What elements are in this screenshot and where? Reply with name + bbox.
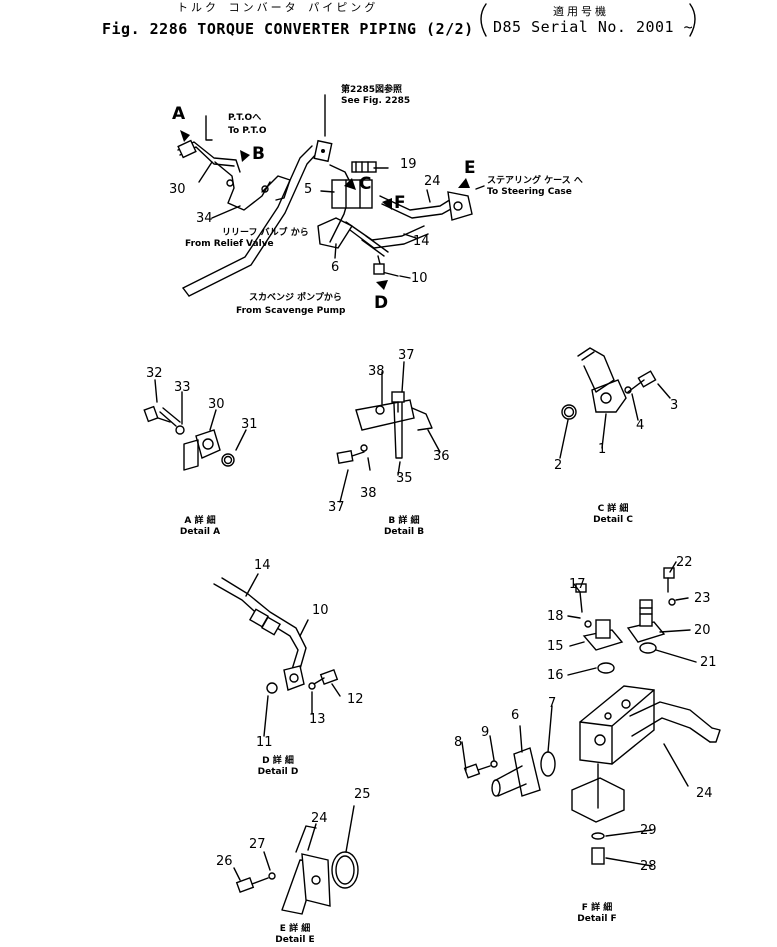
serial-bracket	[480, 3, 696, 37]
detail-f-caption: Detail F	[577, 914, 617, 924]
detail-b-caption: Detail B	[383, 527, 425, 537]
part-number: 37	[328, 500, 345, 515]
part-number: 27	[249, 837, 266, 852]
detail-d-caption: Detail D	[257, 767, 299, 777]
detail-f-caption-japanese: F 詳 細	[581, 903, 613, 913]
pto-note: To P.T.O	[228, 126, 267, 136]
part-number: 19	[400, 157, 417, 172]
part-number: 24	[311, 811, 328, 826]
view-letter-f: F	[394, 193, 406, 213]
relief-note-japanese: リリーフ バルブ から	[222, 228, 309, 238]
part-number: 16	[547, 668, 564, 683]
scavenge-note: From Scavenge Pump	[236, 306, 346, 316]
part-number: 5	[304, 182, 313, 197]
detail-b-caption-japanese: B 詳 細	[388, 516, 420, 526]
part-number: 26	[216, 854, 233, 869]
detail-d-drawing	[213, 573, 341, 737]
part-number: 37	[398, 348, 415, 363]
part-number: 2	[554, 458, 563, 473]
part-number: 9	[481, 725, 490, 740]
view-letter-e: E	[464, 158, 476, 178]
scavenge-note-japanese: スカベンジ ポンプから	[249, 293, 342, 303]
detail-a-caption-japanese: A 詳 細	[184, 516, 216, 526]
part-number: 21	[700, 655, 717, 670]
detail-c-caption: Detail C	[593, 515, 633, 525]
part-number: 18	[547, 609, 564, 624]
view-letter-c: C	[359, 174, 372, 194]
part-number: 36	[433, 449, 450, 464]
part-number: 31	[241, 417, 258, 432]
detail-b-drawing	[336, 361, 441, 503]
part-number: 15	[547, 639, 564, 654]
part-number: 33	[174, 380, 191, 395]
serial-range: D85 Serial No. 2001 ~	[493, 18, 694, 36]
part-number: 6	[511, 708, 520, 723]
detail-d-caption-japanese: D 詳 細	[262, 756, 294, 766]
part-number: 14	[254, 558, 271, 573]
part-number: 10	[312, 603, 329, 618]
part-number: 28	[640, 859, 657, 874]
detail-c-drawing	[559, 347, 671, 459]
part-number: 1	[598, 442, 607, 457]
part-number: 38	[368, 364, 385, 379]
part-number: 38	[360, 486, 377, 501]
part-number: 35	[396, 471, 413, 486]
part-number: 25	[354, 787, 371, 802]
part-number: 7	[548, 696, 557, 711]
part-number: 30	[169, 182, 186, 197]
steering-note-japanese: ステアリング ケース へ	[487, 176, 583, 186]
part-number: 24	[424, 174, 441, 189]
part-number: 4	[636, 418, 645, 433]
view-letter-d: D	[374, 293, 389, 313]
part-number: 20	[694, 623, 711, 638]
relief-note: From Relief Valve	[185, 239, 274, 249]
steering-note: To Steering Case	[487, 187, 572, 197]
detail-e-caption: Detail E	[275, 935, 315, 945]
part-number: 17	[569, 577, 586, 592]
detail-c-caption-japanese: C 詳 細	[597, 504, 629, 514]
main-assembly	[177, 94, 485, 297]
figure-title: Fig. 2286 TORQUE CONVERTER PIPING (2/2)	[102, 20, 474, 38]
part-number: 32	[146, 366, 163, 381]
part-number: 14	[413, 234, 430, 249]
detail-a-caption: Detail A	[179, 527, 221, 537]
detail-f-drawing	[461, 561, 721, 867]
part-number: 22	[676, 555, 693, 570]
part-number: 23	[694, 591, 711, 606]
see-fig-note-japanese: 第2285図参照	[341, 85, 403, 95]
part-number: 11	[256, 735, 273, 750]
part-number: 13	[309, 712, 326, 727]
part-number: 24	[696, 786, 713, 801]
part-number: 12	[347, 692, 364, 707]
view-letter-a: A	[172, 104, 186, 124]
detail-e-caption-japanese: E 詳 細	[279, 924, 311, 934]
applicable-serial-japanese: 適用号機	[553, 5, 609, 18]
part-number: 8	[454, 735, 463, 750]
see-fig-note: See Fig. 2285	[341, 96, 411, 106]
title-japanese: トルク コンバータ パイピング	[177, 1, 379, 14]
view-letter-b: B	[252, 144, 265, 164]
part-number: 29	[640, 823, 657, 838]
detail-e-drawing	[233, 805, 359, 915]
part-number: 3	[670, 398, 679, 413]
part-number: 34	[196, 211, 213, 226]
part-number: 6	[331, 260, 340, 275]
detail-a-drawing	[143, 379, 247, 471]
part-number: 10	[411, 271, 428, 286]
pto-note-japanese: P.T.Oへ	[228, 113, 262, 123]
part-number: 30	[208, 397, 225, 412]
